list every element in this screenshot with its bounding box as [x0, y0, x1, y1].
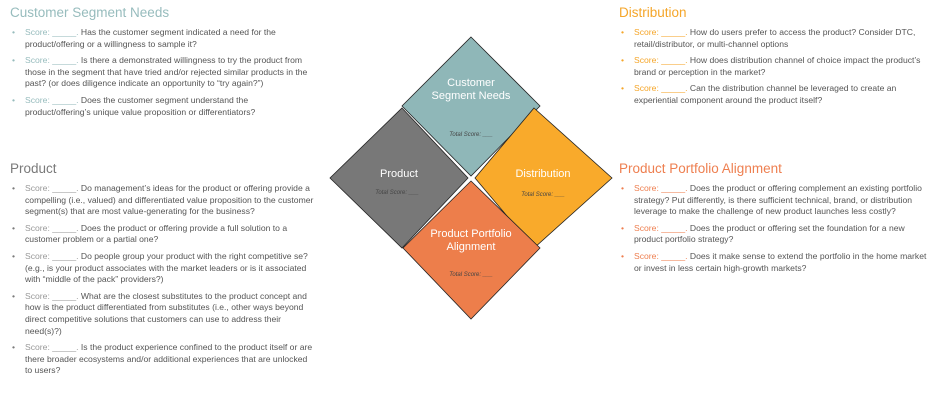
list-item: • Score: _____. Do people group your prod…: [10, 251, 315, 286]
question-text: Is there a demonstrated willingness to t…: [25, 55, 308, 89]
list-item: • Score: _____. What are the closest subs…: [10, 291, 315, 337]
list-item: • Score: _____. Can the distribution chan…: [619, 83, 931, 106]
score-label: Score: _____.: [25, 222, 79, 233]
score-label: Score: _____.: [634, 250, 688, 261]
diamond-label: Product: [380, 168, 418, 180]
score-label: Score: _____.: [25, 250, 79, 261]
section-customer-segment-needs: Customer Segment Needs • Score: _____. Ha…: [10, 5, 315, 123]
section-product: Product • Score: _____. Do management’s i…: [10, 161, 315, 382]
section-title: Distribution: [619, 5, 687, 20]
question-text: What are the closest substitutes to the …: [25, 290, 307, 336]
list-item: • Score: _____. Does the product or offer…: [10, 223, 315, 246]
total-score: Total Score: ___: [375, 190, 418, 196]
section-title: Product Portfolio Alignment: [619, 161, 782, 176]
total-score: Total Score: ___: [521, 192, 564, 198]
bullet-icon: •: [12, 27, 16, 37]
score-label: Score: _____.: [25, 27, 79, 37]
question-text: How does distribution channel of choice …: [634, 55, 921, 77]
question-text: Does the product or offering set the fou…: [634, 222, 905, 245]
list-item: • Score: _____. How does distribution cha…: [619, 55, 931, 78]
question-text: Does the product or offering provide a f…: [25, 222, 288, 245]
score-label: Score: _____.: [634, 222, 688, 233]
score-label: Score: _____.: [634, 27, 688, 37]
section-product-portfolio-alignment: Product Portfolio Alignment • Score: ____…: [619, 161, 931, 279]
bullet-icon: •: [12, 342, 16, 353]
section-title: Customer Segment Needs: [10, 5, 170, 20]
section-title: Product: [10, 161, 57, 176]
question-text: Does the product or offering complement …: [634, 183, 922, 217]
list-item: • Score: _____. Do management’s ideas for…: [10, 183, 315, 218]
list-item: • Score: _____. Is there a demonstrated w…: [10, 55, 315, 90]
bullet-icon: •: [12, 222, 16, 233]
question-text: Does it make sense to extend the portfol…: [634, 250, 927, 273]
list-item: • Score: _____. Does the product or offer…: [619, 223, 931, 246]
diamond-label: Segment Needs: [432, 90, 511, 102]
question-text: Do management’s ideas for the product or…: [25, 183, 314, 217]
question-text: Does the customer segment understand the…: [25, 94, 256, 117]
question-text: Has the customer segment indicated a nee…: [25, 27, 276, 49]
question-text: Do people group your product with the ri…: [25, 250, 308, 285]
score-label: Score: _____.: [25, 183, 79, 193]
score-label: Score: _____.: [634, 183, 688, 193]
bullet-icon: •: [12, 250, 16, 261]
question-text: Can the distribution channel be leverage…: [634, 83, 897, 105]
bullet-icon: •: [621, 222, 625, 233]
score-label: Score: _____.: [634, 83, 688, 94]
list-item: • Score: _____. Has the customer segment …: [10, 27, 315, 50]
diamond-label: Customer: [447, 77, 495, 89]
list-item: • Score: _____. Does it make sense to ext…: [619, 251, 931, 274]
list-item: • Score: _____. Does the product or offer…: [619, 183, 931, 218]
score-label: Score: _____.: [25, 55, 79, 66]
bullet-icon: •: [621, 55, 625, 66]
total-score: Total Score: ___: [449, 272, 492, 278]
diamond-product: Product Total Score: ___: [329, 107, 469, 249]
bullet-icon: •: [621, 83, 625, 94]
score-label: Score: _____.: [25, 290, 79, 301]
diamond-customer-segment-needs: Customer Segment Needs Total Score: ___: [401, 36, 541, 177]
question-text: How do users prefer to access the produc…: [634, 27, 916, 49]
bullet-icon: •: [621, 250, 625, 261]
bullet-icon: •: [12, 94, 16, 105]
bullet-icon: •: [12, 290, 16, 301]
diamond-label: Distribution: [515, 168, 570, 180]
bullet-icon: •: [621, 183, 625, 193]
list-item: • Score: _____. How do users prefer to ac…: [619, 27, 931, 50]
section-distribution: Distribution • Score: _____. How do users…: [619, 5, 931, 112]
score-label: Score: _____.: [25, 342, 79, 353]
diamond-product-portfolio-alignment: Product Portfolio Alignment Total Score:…: [402, 180, 541, 320]
list-item: • Score: _____. Does the customer segment…: [10, 95, 315, 118]
score-label: Score: _____.: [634, 55, 688, 66]
bullet-icon: •: [12, 55, 16, 66]
score-label: Score: _____.: [25, 94, 79, 105]
bullet-icon: •: [621, 27, 625, 37]
question-text: Is the product experience confined to th…: [25, 342, 313, 376]
diamond-label: Alignment: [447, 241, 496, 253]
diamond-label: Product Portfolio: [430, 228, 511, 240]
list-item: • Score: _____. Is the product experience…: [10, 342, 315, 377]
total-score: Total Score: ___: [449, 132, 492, 138]
bullet-icon: •: [12, 183, 16, 193]
